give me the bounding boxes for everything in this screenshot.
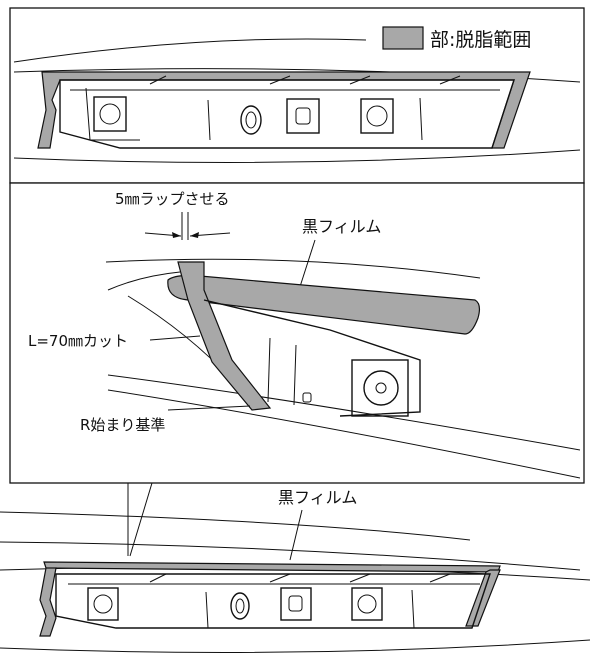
top-body-line xyxy=(13,38,367,63)
top-square-hole-center xyxy=(286,98,320,134)
bottom-film-label: 黒フィルム xyxy=(278,488,357,507)
degrease-area-panel: 部:脱脂範囲 xyxy=(9,7,585,184)
top-round-hole xyxy=(240,105,262,135)
bottom-square-hole-center xyxy=(280,587,312,621)
detail-film-label: 黒フィルム xyxy=(302,217,381,236)
cut-label: L=70㎜カット xyxy=(28,332,128,350)
bottom-round-hole xyxy=(230,592,250,620)
top-panel-frame xyxy=(9,7,585,184)
detail-panel: 5㎜ラップさせる 黒フィルム L=70㎜カット R始まり基準 xyxy=(9,182,585,484)
top-square-hole-right xyxy=(360,98,394,134)
radius-label: R始まり基準 xyxy=(80,416,165,434)
detail-film-vertical xyxy=(177,261,272,411)
legend-swatch xyxy=(382,26,424,50)
legend-label: 部:脱脂範囲 xyxy=(430,29,531,51)
top-square-hole-left xyxy=(93,96,127,132)
detail-square-hole xyxy=(351,359,409,417)
detail-panel-frame xyxy=(9,182,585,484)
overlap-label: 5㎜ラップさせる xyxy=(115,190,230,208)
bottom-film-strip xyxy=(43,561,501,573)
bottom-square-hole-left xyxy=(87,587,119,621)
installed-view: 黒フィルム xyxy=(0,482,591,653)
bottom-square-hole-right xyxy=(351,587,383,621)
